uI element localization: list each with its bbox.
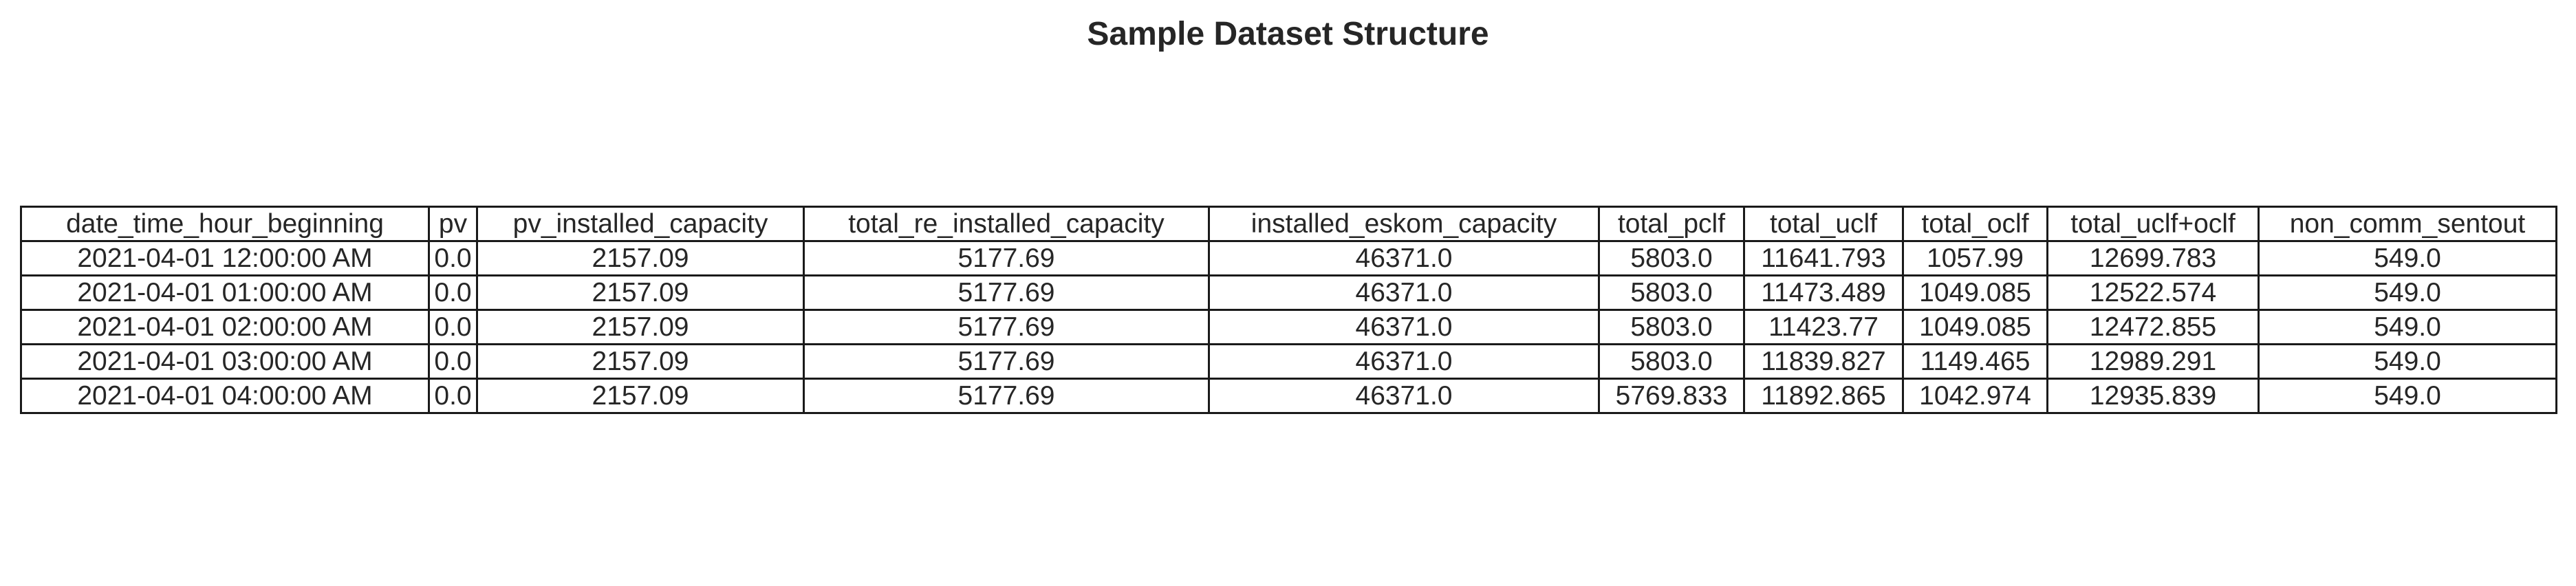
table-cell: 12699.783 [2046, 240, 2260, 276]
table-cell: 12935.839 [2046, 378, 2260, 414]
table-cell: 5803.0 [1598, 240, 1745, 276]
table-cell: 12472.855 [2046, 309, 2260, 345]
table-cell: 5177.69 [803, 378, 1210, 414]
table-cell: 0.0 [428, 309, 478, 345]
column-header: non_comm_sentout [2258, 206, 2557, 242]
table-cell: 5177.69 [803, 309, 1210, 345]
table-cell: 5177.69 [803, 240, 1210, 276]
column-header: pv_installed_capacity [476, 206, 805, 242]
table-cell: 549.0 [2258, 343, 2557, 380]
table-row: 2021-04-01 12:00:00 AM 0.0 2157.09 5177.… [20, 240, 2557, 276]
table-row: 2021-04-01 02:00:00 AM 0.0 2157.09 5177.… [20, 309, 2557, 345]
table-cell: 1049.085 [1902, 309, 2048, 345]
table-cell: 5803.0 [1598, 309, 1745, 345]
table-cell: 1149.465 [1902, 343, 2048, 380]
table-cell: 2157.09 [476, 343, 805, 380]
column-header: date_time_hour_beginning [20, 206, 430, 242]
table-cell: 11423.77 [1743, 309, 1904, 345]
table-cell: 11839.827 [1743, 343, 1904, 380]
table-cell: 11892.865 [1743, 378, 1904, 414]
table-cell: 11473.489 [1743, 274, 1904, 311]
table-cell: 46371.0 [1208, 274, 1600, 311]
table-header-row: date_time_hour_beginning pv pv_installed… [20, 206, 2557, 242]
table-cell: 2157.09 [476, 378, 805, 414]
table-cell: 46371.0 [1208, 343, 1600, 380]
table-cell: 12989.291 [2046, 343, 2260, 380]
table-cell: 2157.09 [476, 240, 805, 276]
table-cell: 2021-04-01 01:00:00 AM [20, 274, 430, 311]
table-cell: 46371.0 [1208, 309, 1600, 345]
table-cell: 2021-04-01 12:00:00 AM [20, 240, 430, 276]
column-header: pv [428, 206, 478, 242]
table-cell: 0.0 [428, 274, 478, 311]
table-row: 2021-04-01 01:00:00 AM 0.0 2157.09 5177.… [20, 274, 2557, 311]
table-cell: 0.0 [428, 378, 478, 414]
table-cell: 0.0 [428, 240, 478, 276]
table-cell: 11641.793 [1743, 240, 1904, 276]
table-cell: 5769.833 [1598, 378, 1745, 414]
table-cell: 549.0 [2258, 309, 2557, 345]
table-cell: 5803.0 [1598, 274, 1745, 311]
table-cell: 46371.0 [1208, 378, 1600, 414]
table-cell: 0.0 [428, 343, 478, 380]
column-header: total_uclf [1743, 206, 1904, 242]
table-cell: 2021-04-01 03:00:00 AM [20, 343, 430, 380]
table-cell: 5803.0 [1598, 343, 1745, 380]
table-cell: 549.0 [2258, 274, 2557, 311]
dataset-table: date_time_hour_beginning pv pv_installed… [20, 206, 2557, 414]
table-cell: 5177.69 [803, 274, 1210, 311]
table-cell: 5177.69 [803, 343, 1210, 380]
table-cell: 2157.09 [476, 309, 805, 345]
table-cell: 2157.09 [476, 274, 805, 311]
table-cell: 2021-04-01 04:00:00 AM [20, 378, 430, 414]
column-header: installed_eskom_capacity [1208, 206, 1600, 242]
table-cell: 46371.0 [1208, 240, 1600, 276]
column-header: total_re_installed_capacity [803, 206, 1210, 242]
table-row: 2021-04-01 03:00:00 AM 0.0 2157.09 5177.… [20, 343, 2557, 380]
table-cell: 549.0 [2258, 240, 2557, 276]
table-cell: 1057.99 [1902, 240, 2048, 276]
table-cell: 2021-04-01 02:00:00 AM [20, 309, 430, 345]
column-header: total_uclf+oclf [2046, 206, 2260, 242]
column-header: total_oclf [1902, 206, 2048, 242]
table-row: 2021-04-01 04:00:00 AM 0.0 2157.09 5177.… [20, 378, 2557, 414]
table-cell: 1049.085 [1902, 274, 2048, 311]
table-cell: 1042.974 [1902, 378, 2048, 414]
page-title: Sample Dataset Structure [1087, 16, 1489, 52]
table-cell: 549.0 [2258, 378, 2557, 414]
table-cell: 12522.574 [2046, 274, 2260, 311]
column-header: total_pclf [1598, 206, 1745, 242]
